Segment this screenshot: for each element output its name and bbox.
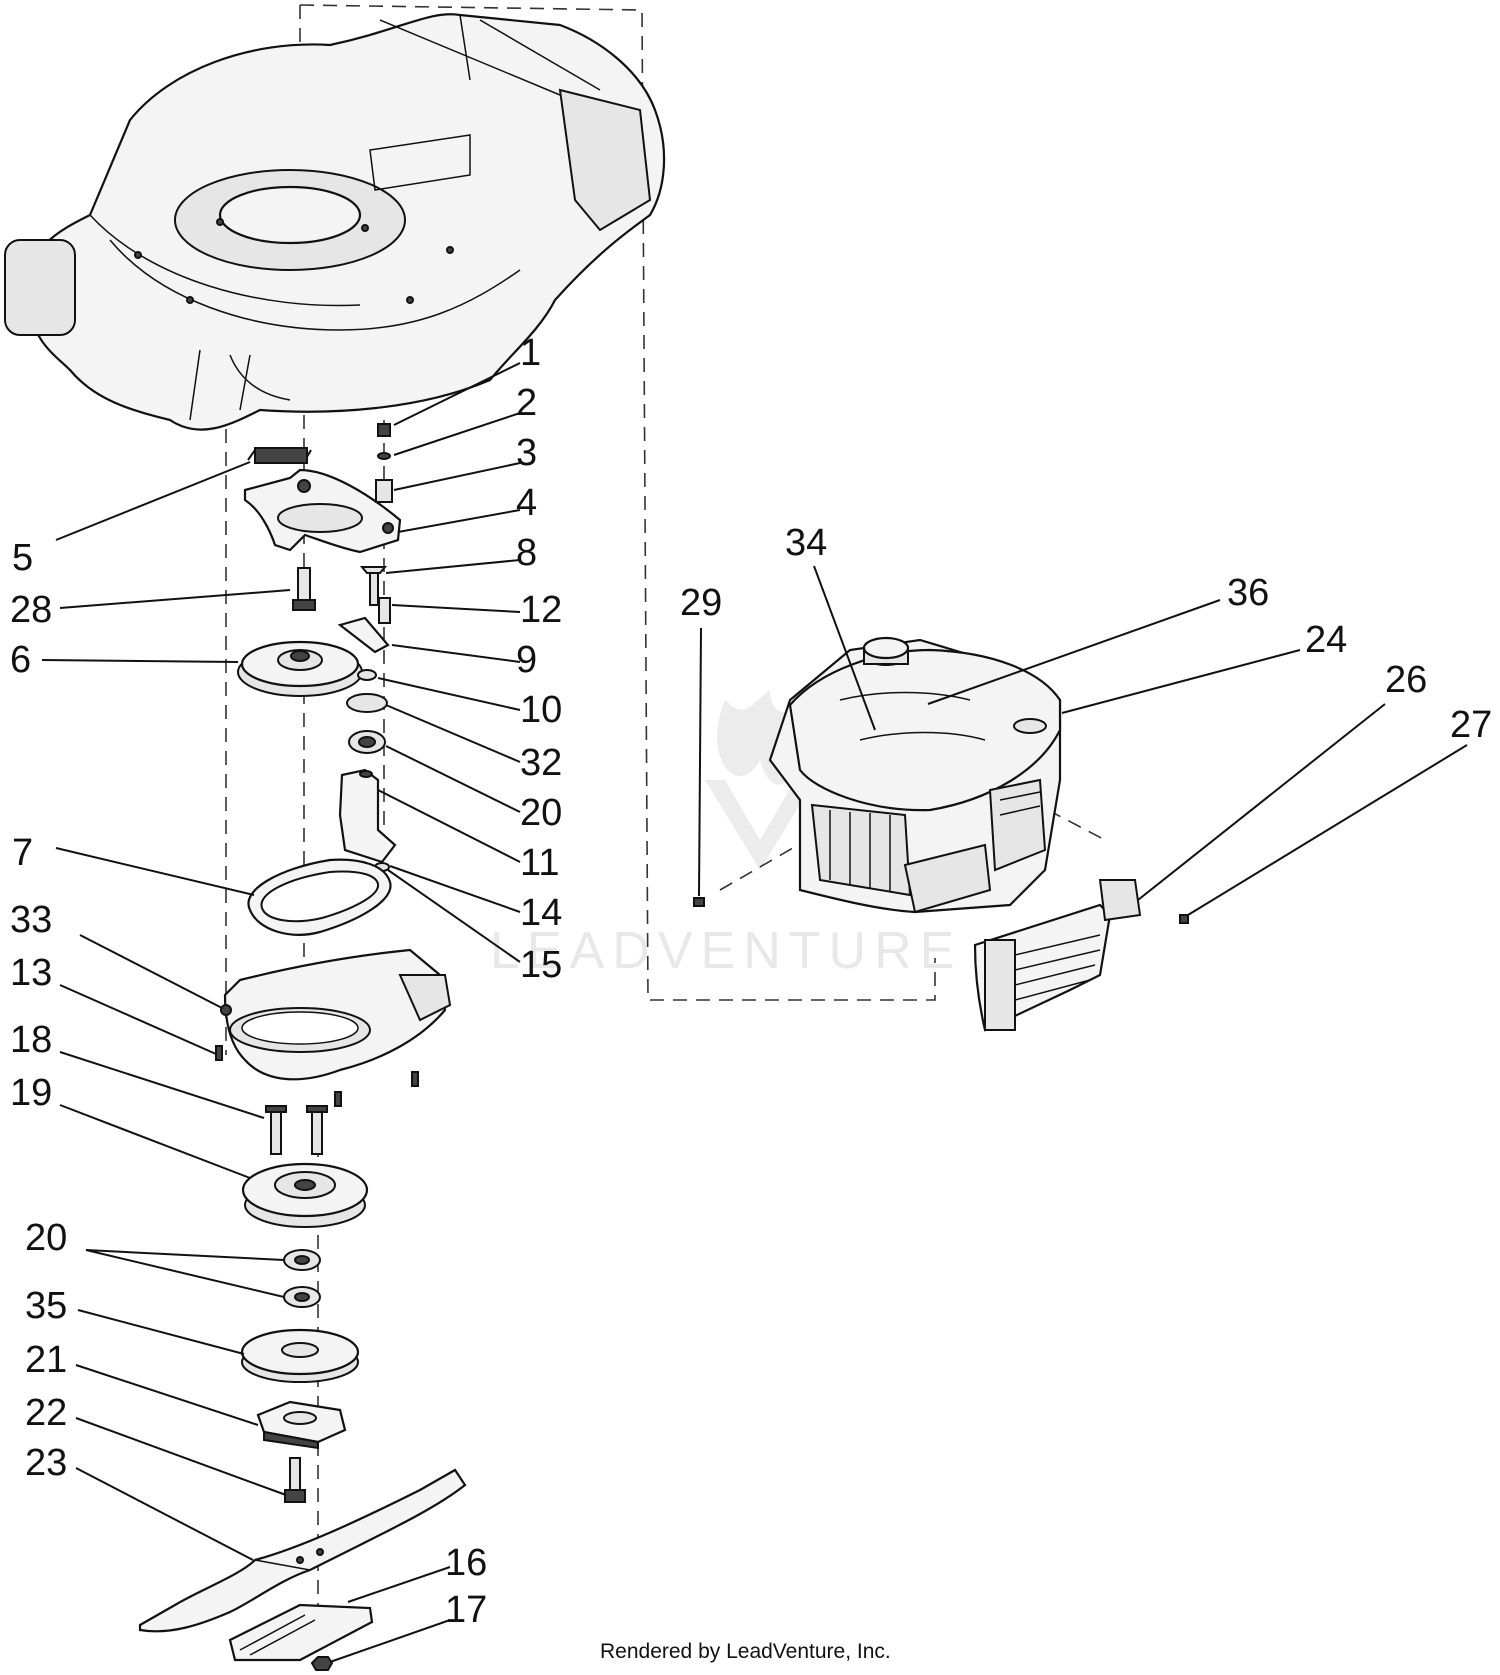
idler-bracket-part [243,468,402,554]
callout-20-lower: 20 [25,1217,67,1259]
callout-33: 33 [10,899,52,941]
blade-bolt-part [284,1457,306,1503]
callout-14: 14 [520,892,562,934]
callout-26: 26 [1385,659,1427,701]
watermark-text: LEADVENTURE [490,922,962,980]
bolt-28-part [292,567,316,611]
callout-1: 1 [520,332,541,374]
callout-27: 27 [1450,704,1492,746]
callout-15: 15 [520,944,562,986]
callout-10: 10 [520,689,562,731]
hardware-nut-washer [359,423,393,624]
belt-cover-part [215,948,452,1107]
callout-21: 21 [25,1339,67,1381]
bolts-18-part [265,1105,328,1155]
callout-32: 32 [520,742,562,784]
spring-part [247,447,312,464]
footer-credit: Rendered by LeadVenture, Inc. [600,1640,891,1663]
engine-part [768,636,1062,914]
blade-part [138,1468,467,1633]
callout-24: 24 [1305,619,1347,661]
callout-28: 28 [10,589,52,631]
nut-17-part [310,1656,334,1671]
callout-labels: 1 2 3 4 5 8 28 12 6 9 10 32 20 11 7 14 3… [10,332,1492,1631]
callout-34: 34 [785,522,827,564]
callout-22: 22 [25,1392,67,1434]
callout-8: 8 [516,532,537,574]
mower-deck [4,13,666,431]
callout-19: 19 [10,1072,52,1114]
bearings-20-part [283,1249,321,1308]
callout-36: 36 [1227,572,1269,614]
belt-part [247,858,392,936]
blade-plate-part [228,1603,374,1662]
bolt-29-part [693,897,705,907]
callout-13: 13 [10,952,52,994]
callout-16: 16 [445,1542,487,1584]
blade-adapter-part [240,1328,360,1383]
callout-3: 3 [516,432,537,474]
callout-29: 29 [680,582,722,624]
blade-mount-part [256,1400,347,1450]
callout-11: 11 [520,842,559,884]
engine-shroud-part [973,879,1142,1032]
callout-17: 17 [445,1589,487,1631]
leader-lines [41,362,1468,1663]
drive-pulley-part [241,1162,369,1228]
callout-12: 12 [520,589,562,631]
bracket-bearing-stack [337,616,397,872]
bolt-27-part [1179,914,1189,924]
callout-20-upper: 20 [520,792,562,834]
callout-2: 2 [516,382,537,424]
callout-7: 7 [12,832,33,874]
callout-5: 5 [12,537,33,579]
callout-18: 18 [10,1019,52,1061]
callout-9: 9 [516,639,537,681]
callout-4: 4 [516,482,537,524]
callout-35: 35 [25,1285,67,1327]
callout-6: 6 [10,639,31,681]
callout-23: 23 [25,1442,67,1484]
idler-pulley-part [237,640,363,697]
